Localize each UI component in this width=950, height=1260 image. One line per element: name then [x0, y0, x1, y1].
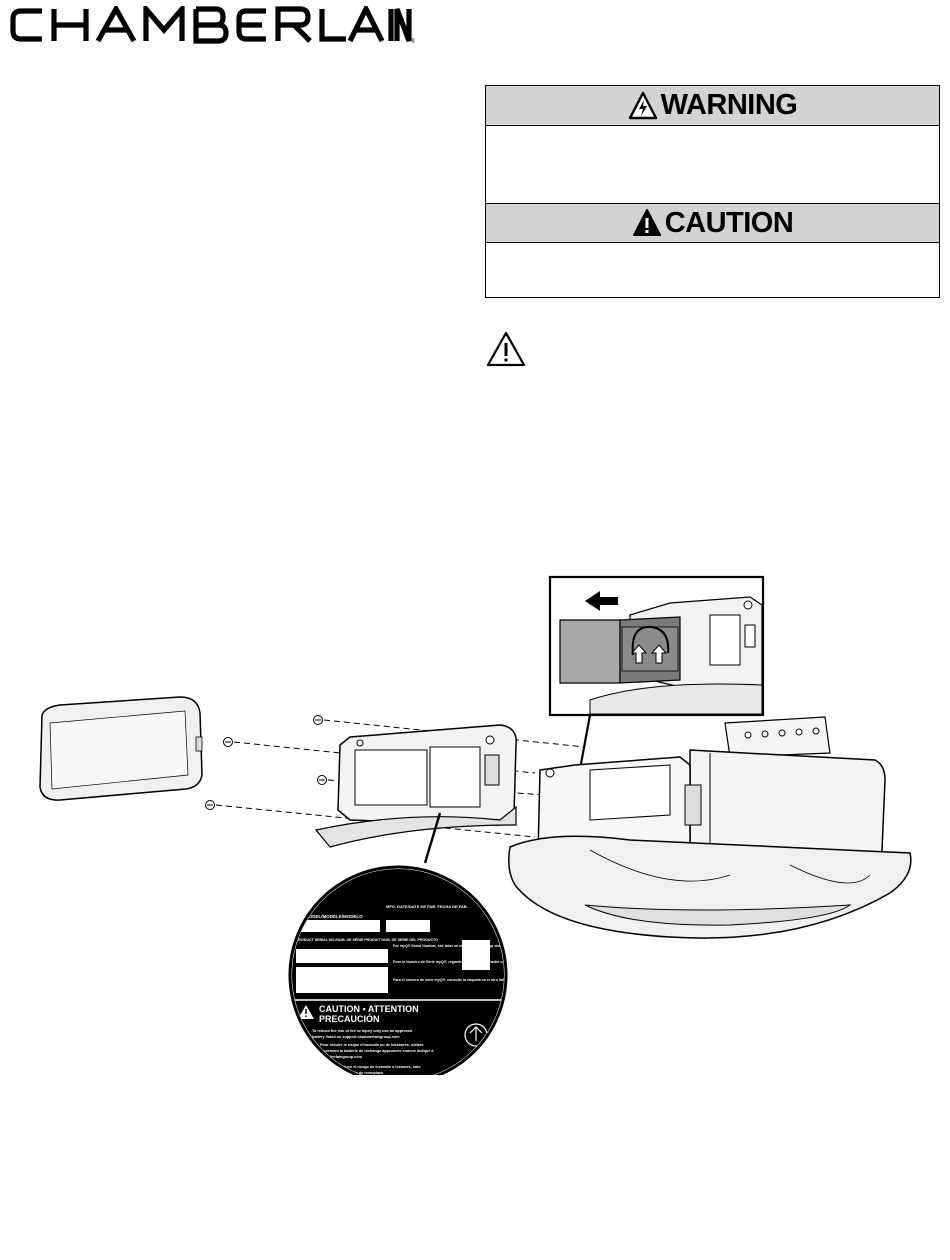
label-caution-line3: Pour réduire le risque d'incendie ou de …: [320, 1043, 424, 1047]
electric-shock-warning-icon: [628, 91, 657, 119]
label-model: MODEL/MODÈLE/MODELO: [305, 912, 363, 919]
battery-replacement-illustration: MODEL/MODÈLE/MODELO MFG. DATE/DATE DE FA…: [30, 575, 920, 1075]
chamberlain-wordmark: ®: [10, 6, 415, 44]
label-mfg-date: MFG. DATE/DATE DE FAB. FECHA DE FAB.: [386, 904, 468, 909]
label-caution-line2: battery listed on support.chamberlaingro…: [312, 1035, 400, 1039]
safety-warning-box: WARNING CAUTION: [485, 85, 940, 298]
exploded-view-drawing: MODEL/MODÈLE/MODELO MFG. DATE/DATE DE FA…: [39, 575, 912, 1075]
label-serial: PRODUCT SERIAL NO./NUM. DE SÉRIE PRODUIT…: [296, 937, 438, 942]
battery-detail-inset: [548, 575, 765, 781]
label-caution-line1: To reduce the risk of fire or injury onl…: [312, 1029, 413, 1033]
caution-label: CAUTION: [664, 206, 794, 239]
label-caution-line6: Para reducir el riesgo de incendio o les…: [330, 1065, 421, 1069]
warning-header: WARNING: [486, 86, 939, 126]
label-myq-fr: Pour le Numéro de Série myQ®, regardez l…: [393, 960, 555, 964]
chamberlain-logo: ®: [10, 6, 415, 44]
exclamation-caution-icon: [632, 209, 661, 236]
safety-alert-triangle-icon: [485, 330, 527, 368]
label-caution-title: CAUTION • ATTENTION: [319, 1004, 419, 1014]
svg-text:®: ®: [411, 38, 415, 44]
garage-door-opener-unit: [508, 716, 912, 939]
light-lens-cover: [39, 696, 203, 801]
label-magnifier: MODEL/MODÈLE/MODELO MFG. DATE/DATE DE FA…: [288, 812, 564, 1075]
battery-cover-panel: [314, 724, 517, 848]
warning-label: WARNING: [660, 89, 798, 121]
screws: [205, 715, 327, 810]
label-caution-title-es: PRECAUCIÓN: [319, 1013, 380, 1024]
label-myq-es: Para el número de serie myQ®, consulte l…: [393, 978, 564, 982]
label-myq-en: For myQ® Serial Number, see label on oth…: [393, 944, 516, 948]
label-caution-line4: seulement la batterie de rechange approu…: [320, 1049, 434, 1053]
caution-header: CAUTION: [486, 203, 939, 243]
label-caution-line5: chamberlaingroup.com: [320, 1055, 363, 1059]
